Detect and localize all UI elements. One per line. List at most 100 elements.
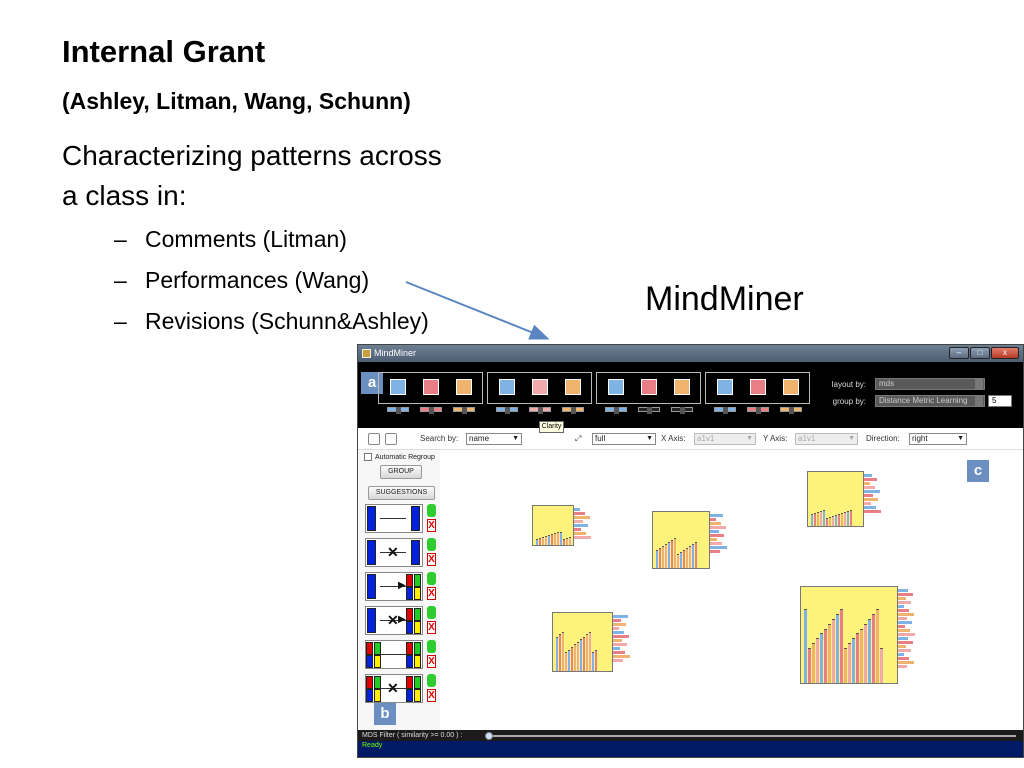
reject-rule-button[interactable]: X bbox=[427, 655, 436, 668]
y-axis-select[interactable]: a1v1▼ bbox=[795, 433, 858, 445]
reject-rule-button[interactable]: X bbox=[427, 689, 436, 702]
slider-handle[interactable] bbox=[789, 407, 794, 414]
slider-handle[interactable] bbox=[505, 407, 510, 414]
attribute-weight-slider[interactable] bbox=[780, 407, 802, 414]
attribute-bar bbox=[613, 635, 629, 638]
rule-block bbox=[366, 655, 373, 668]
reject-rule-button[interactable]: X bbox=[427, 519, 436, 532]
attribute-swatch[interactable] bbox=[641, 379, 657, 395]
attribute-weight-slider[interactable] bbox=[638, 407, 660, 414]
slider-handle[interactable] bbox=[723, 407, 728, 414]
rule-card[interactable]: ✕X bbox=[365, 674, 436, 703]
glyph-bar bbox=[880, 648, 883, 683]
rule-card[interactable]: X bbox=[365, 640, 436, 669]
attribute-swatch[interactable] bbox=[565, 379, 581, 395]
slider-handle[interactable] bbox=[462, 407, 467, 414]
rule-block bbox=[367, 540, 376, 565]
attribute-swatch[interactable] bbox=[390, 379, 406, 395]
group-button[interactable]: GROUP bbox=[380, 465, 422, 479]
slider-handle[interactable] bbox=[647, 407, 652, 414]
group-count-stepper[interactable]: 5 bbox=[988, 395, 1012, 407]
attribute-weight-slider[interactable] bbox=[496, 407, 518, 414]
slider-handle[interactable] bbox=[680, 407, 685, 414]
attribute-swatch[interactable] bbox=[674, 379, 690, 395]
rule-card[interactable]: X bbox=[365, 504, 436, 533]
cluster-box[interactable] bbox=[652, 511, 710, 569]
attribute-swatch[interactable] bbox=[750, 379, 766, 395]
rule-card[interactable]: ▶X bbox=[365, 572, 436, 601]
attribute-weight-slider[interactable] bbox=[453, 407, 475, 414]
glyph-bar bbox=[686, 548, 688, 568]
bullet-text: Comments (Litman) bbox=[145, 226, 347, 252]
attribute-bar bbox=[710, 534, 724, 537]
layout-by-select[interactable]: mds bbox=[875, 378, 985, 390]
rule-card[interactable]: ✕X bbox=[365, 538, 436, 567]
auto-regroup-checkbox[interactable]: Automatic Regroup bbox=[364, 453, 435, 461]
reject-rule-button[interactable]: X bbox=[427, 587, 436, 600]
toggle-box-1[interactable] bbox=[368, 433, 380, 445]
suggestions-button[interactable]: SUGGESTIONS bbox=[368, 486, 435, 500]
slider-handle[interactable] bbox=[396, 407, 401, 414]
attribute-swatch[interactable] bbox=[532, 379, 548, 395]
slider-handle[interactable] bbox=[538, 407, 543, 414]
attribute-group[interactable] bbox=[487, 372, 592, 404]
attribute-weight-slider[interactable] bbox=[387, 407, 409, 414]
attribute-group[interactable] bbox=[378, 372, 483, 404]
attribute-weight-slider[interactable] bbox=[420, 407, 442, 414]
rule-block bbox=[414, 655, 421, 668]
cluster-box[interactable] bbox=[800, 586, 898, 684]
attribute-swatch[interactable] bbox=[423, 379, 439, 395]
attribute-bar bbox=[864, 502, 871, 505]
attribute-weight-slider[interactable] bbox=[671, 407, 693, 414]
cluster-box[interactable] bbox=[807, 471, 864, 527]
cluster-box[interactable] bbox=[552, 612, 613, 672]
search-by-select[interactable]: name▼ bbox=[466, 433, 522, 445]
cluster-canvas[interactable]: c bbox=[440, 450, 1023, 730]
rule-link-line bbox=[380, 654, 406, 655]
close-button[interactable]: x bbox=[991, 347, 1019, 359]
mds-filter-slider-handle[interactable] bbox=[485, 732, 493, 740]
minimize-button[interactable]: – bbox=[949, 347, 969, 359]
slider-handle[interactable] bbox=[756, 407, 761, 414]
slider-handle[interactable] bbox=[614, 407, 619, 414]
attribute-weight-slider[interactable] bbox=[529, 407, 551, 414]
attribute-swatch[interactable] bbox=[456, 379, 472, 395]
expand-icon[interactable]: ⤢ bbox=[575, 434, 582, 443]
accept-rule-button[interactable] bbox=[427, 572, 436, 585]
glyph-bar bbox=[840, 609, 843, 683]
slider-handle[interactable] bbox=[429, 407, 434, 414]
attribute-group[interactable] bbox=[705, 372, 810, 404]
attribute-swatch[interactable] bbox=[717, 379, 733, 395]
mds-filter-track[interactable] bbox=[486, 735, 1016, 737]
attribute-group[interactable] bbox=[596, 372, 701, 404]
window-titlebar[interactable]: MindMiner – □ x bbox=[358, 345, 1023, 362]
toggle-box-2[interactable] bbox=[385, 433, 397, 445]
attribute-weight-slider[interactable] bbox=[747, 407, 769, 414]
attribute-swatch[interactable] bbox=[499, 379, 515, 395]
reject-rule-button[interactable]: X bbox=[427, 621, 436, 634]
slider-handle[interactable] bbox=[571, 407, 576, 414]
rule-card[interactable]: ▶✕X bbox=[365, 606, 436, 635]
attribute-bar bbox=[574, 536, 591, 539]
attribute-swatch[interactable] bbox=[608, 379, 624, 395]
cluster-box[interactable] bbox=[532, 505, 574, 546]
direction-select[interactable]: right▼ bbox=[909, 433, 967, 445]
reject-rule-button[interactable]: X bbox=[427, 553, 436, 566]
maximize-button[interactable]: □ bbox=[970, 347, 990, 359]
attribute-weight-slider[interactable] bbox=[562, 407, 584, 414]
rule-frame bbox=[365, 504, 423, 533]
accept-rule-button[interactable] bbox=[427, 538, 436, 551]
accept-rule-button[interactable] bbox=[427, 504, 436, 517]
y-axis-value: a1v1 bbox=[798, 434, 816, 443]
accept-rule-button[interactable] bbox=[427, 606, 436, 619]
attribute-weight-slider[interactable] bbox=[605, 407, 627, 414]
attribute-weight-slider[interactable] bbox=[714, 407, 736, 414]
attribute-bar bbox=[574, 516, 590, 519]
full-select[interactable]: full▼ bbox=[592, 433, 656, 445]
accept-rule-button[interactable] bbox=[427, 640, 436, 653]
group-by-select[interactable]: Distance Metric Learning bbox=[875, 395, 985, 407]
rule-block bbox=[414, 621, 421, 634]
attribute-swatch[interactable] bbox=[783, 379, 799, 395]
x-axis-select[interactable]: a1v1▼ bbox=[694, 433, 756, 445]
accept-rule-button[interactable] bbox=[427, 674, 436, 687]
